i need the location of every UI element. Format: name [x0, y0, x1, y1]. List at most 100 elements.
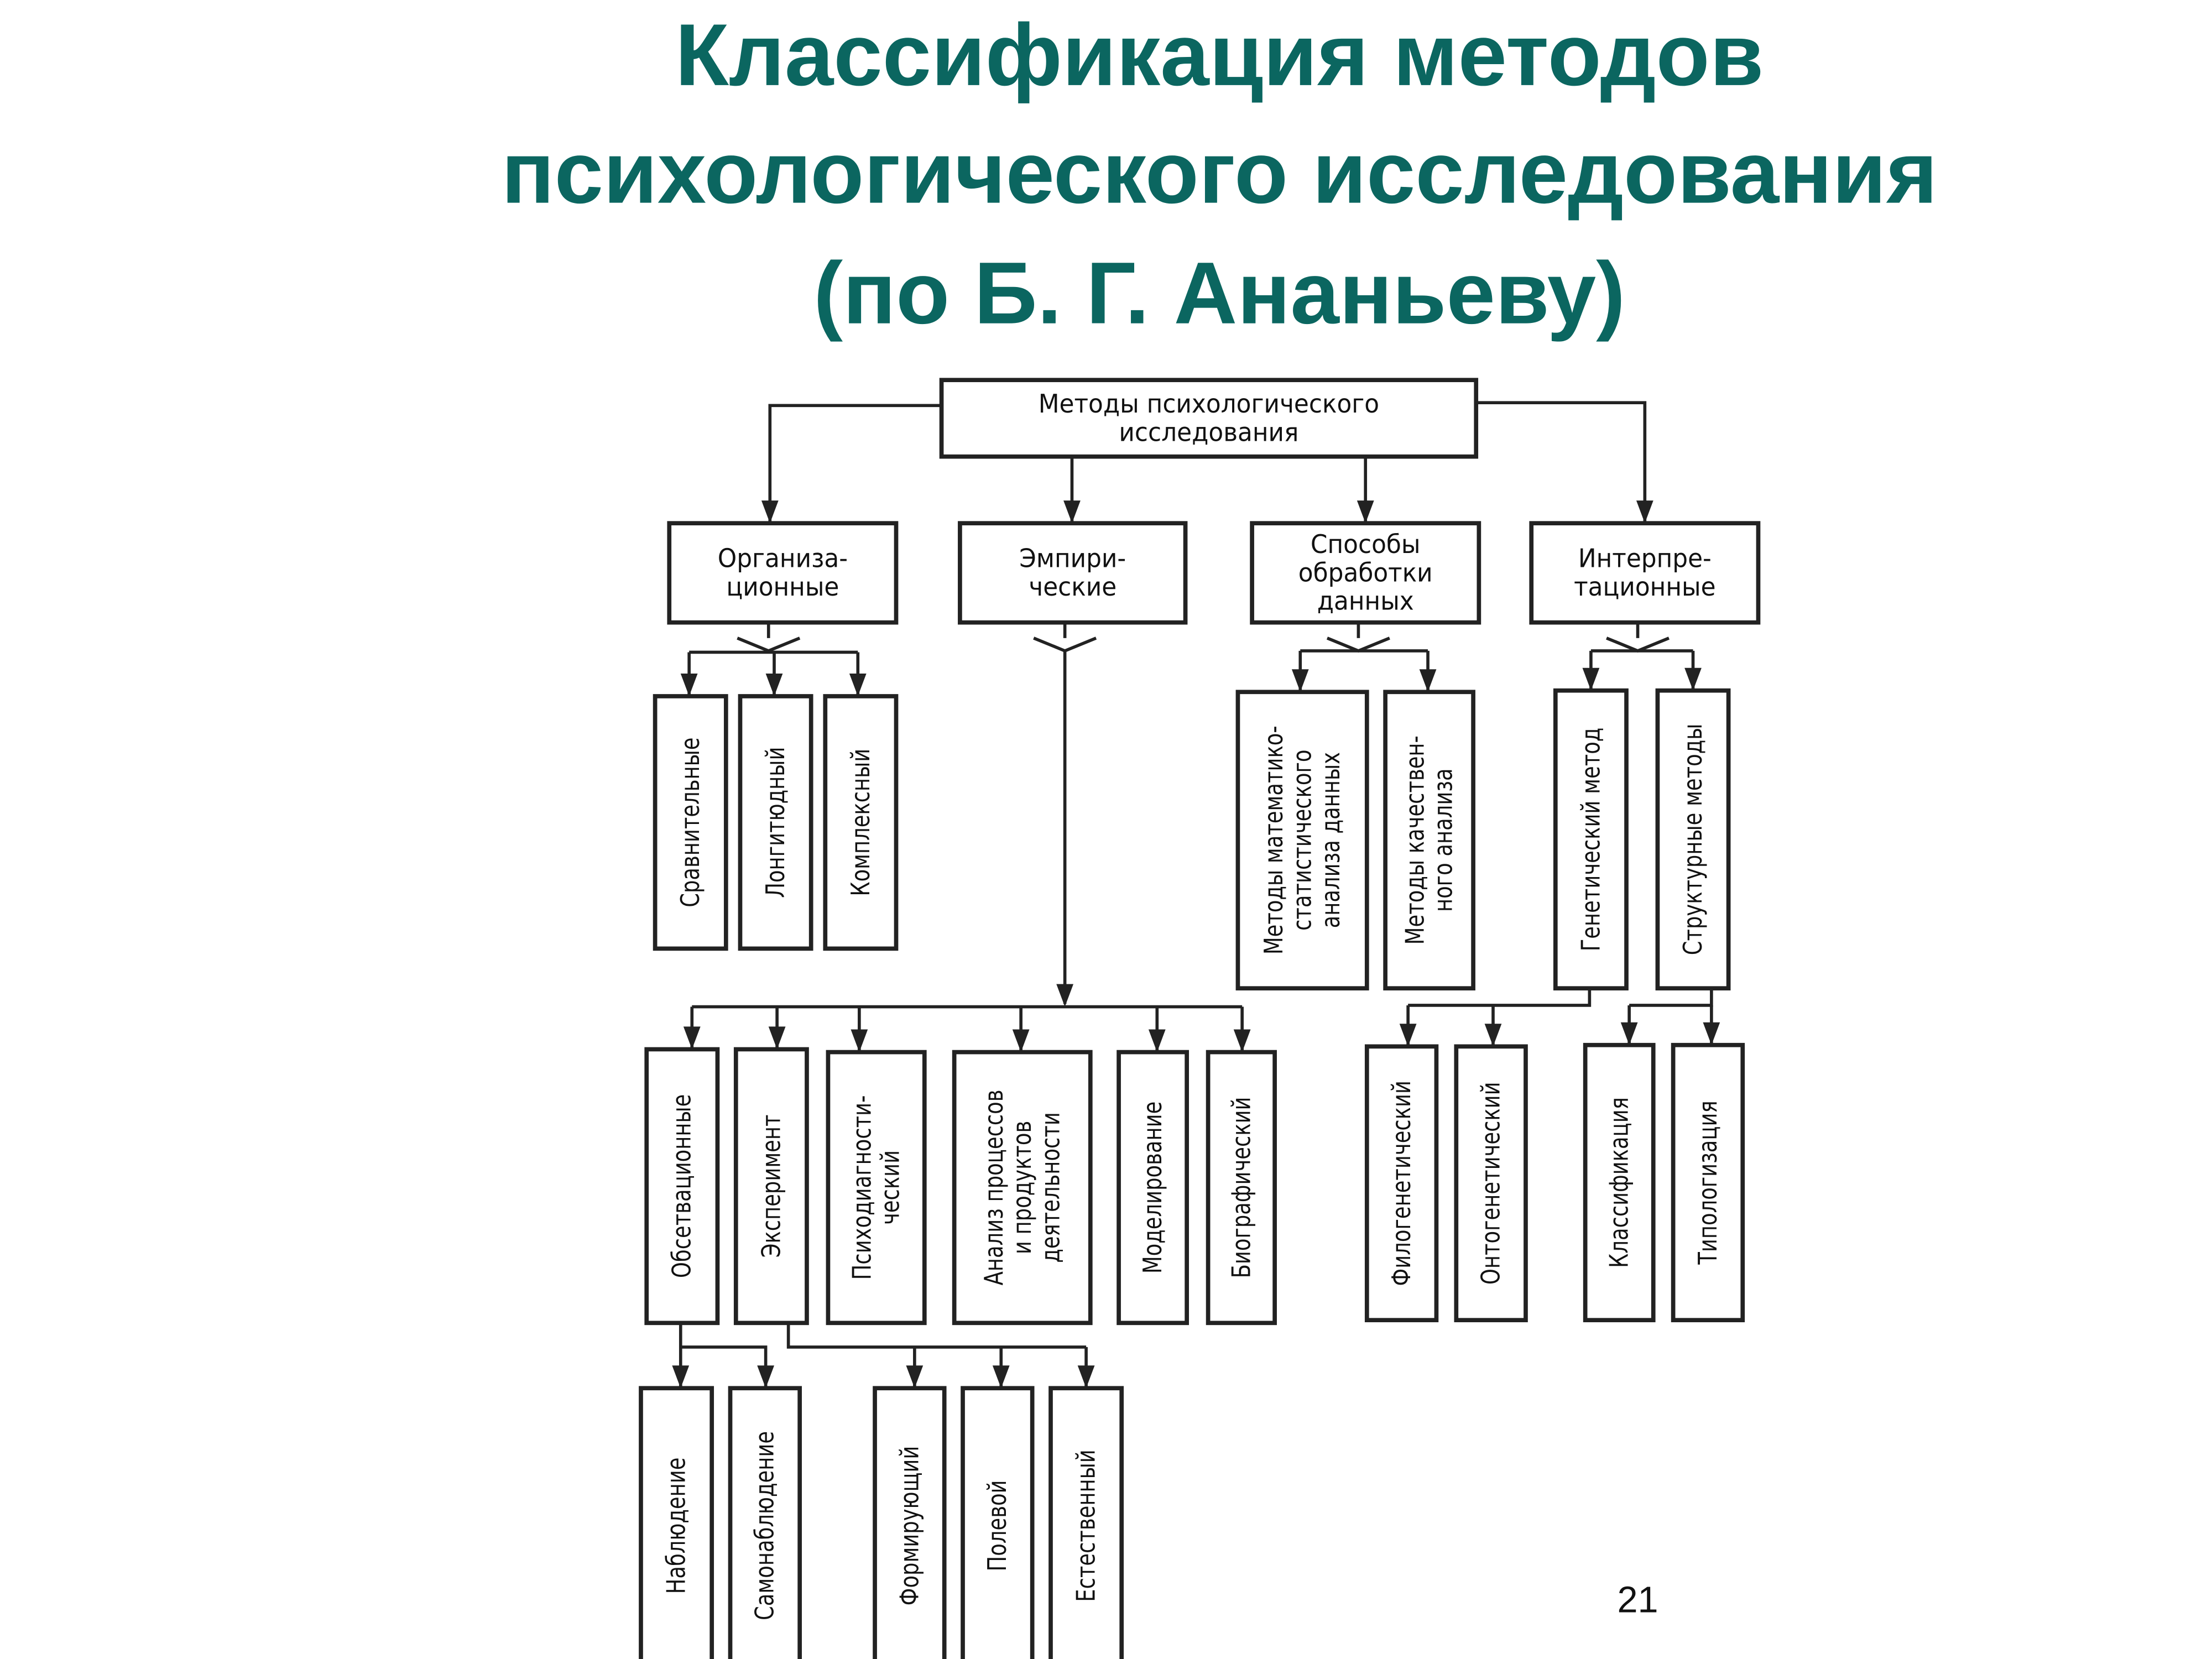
node-box — [1250, 521, 1481, 625]
node-label-line: ционные — [726, 572, 839, 602]
arrowhead-icon — [683, 1026, 701, 1050]
node-label-line: Способы — [1311, 529, 1421, 559]
slide-title: Классификация методов психологического и… — [502, 6, 1938, 342]
node-label: Методы математико-статистическогоанализа… — [1259, 726, 1345, 954]
node-label-line: Сравнительные — [675, 738, 705, 907]
node-label-line: исследования — [1119, 417, 1298, 447]
node-box — [1206, 1050, 1277, 1326]
node-label-line: Формирующий — [894, 1446, 924, 1606]
connector-line — [1033, 637, 1097, 653]
node-field: Полевой — [961, 1386, 1035, 1659]
node-label-line: Анализ процессов — [979, 1090, 1009, 1286]
node-observational: Обсетвационные — [644, 1047, 720, 1326]
arrowhead-icon — [1056, 984, 1074, 1007]
arrowhead-icon — [849, 673, 867, 696]
node-complex: Комплексный — [823, 694, 899, 951]
node-label: Наблюдение — [661, 1458, 691, 1594]
node-label: Структурные методы — [1678, 724, 1708, 956]
node-label: Генетический метод — [1575, 728, 1605, 952]
node-box — [952, 1050, 1093, 1326]
node-box — [1454, 1044, 1528, 1323]
node-label: Анализ процессови продуктовдеятельности — [979, 1090, 1066, 1286]
node-activity: Анализ процессови продуктовдеятельности — [952, 1050, 1093, 1326]
node-box — [1583, 1042, 1656, 1323]
node-label-line: Методы качествен- — [1400, 735, 1430, 945]
node-box — [1671, 1042, 1745, 1323]
connector-line — [1629, 988, 1713, 1007]
node-box — [961, 1386, 1035, 1659]
arrowhead-icon — [1620, 1022, 1638, 1045]
arrowhead-icon — [1012, 1029, 1030, 1052]
arrowhead-icon — [1063, 500, 1081, 524]
arrowhead-icon — [1077, 1365, 1095, 1389]
node-mathstat: Методы математико-статистическогоанализа… — [1235, 690, 1369, 991]
node-label: Методы качествен-ного анализа — [1400, 735, 1458, 945]
title-line-3: (по Б. Г. Ананьеву) — [813, 244, 1625, 342]
node-structural: Структурные методы — [1655, 688, 1731, 991]
node-label: Самонаблюдение — [750, 1431, 780, 1620]
node-box — [939, 378, 1479, 459]
node-label: Интерпре-тационные — [1574, 544, 1715, 602]
connector-line — [786, 1323, 1087, 1349]
node-label: Онтогенетический — [1475, 1082, 1505, 1285]
node-box — [1235, 690, 1369, 991]
node-label-line: статистического — [1287, 750, 1317, 931]
node-label-line: ческий — [875, 1150, 905, 1225]
node-box — [639, 1386, 714, 1659]
node-label: Филогенетический — [1386, 1081, 1416, 1286]
arrowhead-icon — [1357, 500, 1374, 524]
node-comparative: Сравнительные — [653, 694, 728, 951]
node-label: Формирующий — [894, 1446, 924, 1606]
node-label-line: Структурные методы — [1678, 724, 1708, 956]
node-observation: Наблюдение — [639, 1386, 714, 1659]
node-psychodiag: Психодиагности-ческий — [826, 1050, 927, 1326]
node-label: Психодиагности-ческий — [847, 1095, 905, 1280]
node-label-line: Самонаблюдение — [750, 1431, 780, 1620]
node-box — [958, 521, 1188, 625]
node-box — [738, 694, 813, 951]
node-box — [826, 1050, 927, 1326]
node-box — [1048, 1386, 1124, 1659]
node-label-line: Эмпири- — [1019, 544, 1126, 573]
node-label-line: и продуктов — [1007, 1121, 1037, 1254]
node-label-line: Наблюдение — [661, 1458, 691, 1594]
node-box — [1553, 688, 1629, 991]
node-box — [823, 694, 899, 951]
node-box — [1529, 521, 1761, 625]
arrowhead-icon — [1636, 500, 1653, 524]
node-experiment: Эксперимент — [733, 1047, 809, 1326]
arrowhead-icon — [1684, 667, 1702, 691]
node-box — [1655, 688, 1731, 991]
node-label: Эмпири-ческие — [1019, 544, 1126, 602]
arrowhead-icon — [1582, 667, 1600, 691]
node-label: Комплексный — [846, 749, 875, 896]
node-label-line: Лонгитюдный — [760, 747, 790, 898]
node-box — [1117, 1050, 1189, 1326]
node-typologization: Типологизация — [1671, 1042, 1745, 1323]
connector-line — [1408, 988, 1592, 1007]
node-label: Эксперимент — [756, 1114, 786, 1258]
arrowhead-icon — [1484, 1024, 1502, 1047]
node-label-line: Эксперимент — [756, 1114, 786, 1258]
node-label-line: Обсетвационные — [667, 1094, 697, 1279]
node-biographical: Биографический — [1206, 1050, 1277, 1326]
node-box — [1383, 690, 1475, 991]
node-label-line: Классификация — [1604, 1097, 1634, 1268]
arrowhead-icon — [768, 1026, 786, 1050]
node-label-line: Методы математико- — [1259, 726, 1288, 954]
arrowhead-icon — [906, 1365, 924, 1389]
node-label-line: Онтогенетический — [1475, 1082, 1505, 1285]
node-longitudinal: Лонгитюдный — [738, 694, 813, 951]
node-label-line: анализа данных — [1316, 752, 1345, 928]
node-label-line: Организа- — [718, 544, 848, 573]
arrowhead-icon — [757, 1365, 774, 1389]
arrowhead-icon — [1419, 669, 1437, 692]
node-label-line: ного анализа — [1428, 768, 1458, 912]
node-label: Лонгитюдный — [760, 747, 790, 898]
node-natural: Естественный — [1048, 1386, 1124, 1659]
node-box — [653, 694, 728, 951]
node-modeling: Моделирование — [1117, 1050, 1189, 1326]
